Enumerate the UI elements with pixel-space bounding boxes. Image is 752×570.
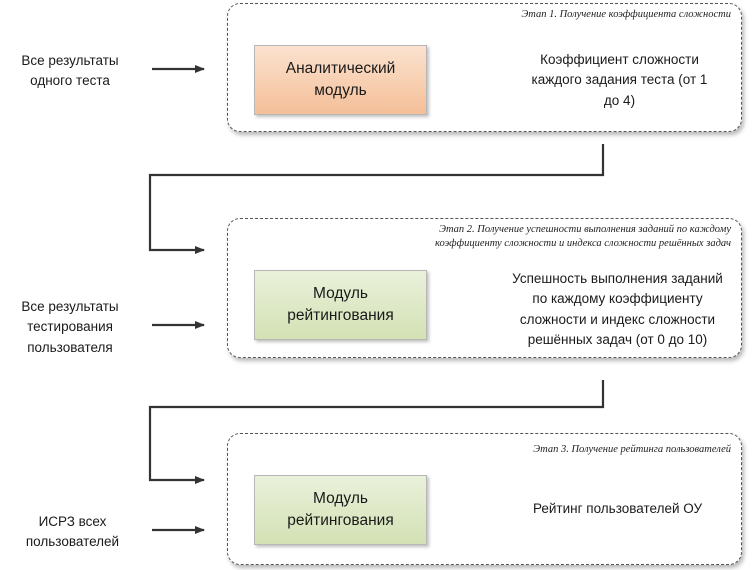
analytics-module: Аналитический модуль <box>254 45 427 115</box>
analytics-module-label: Аналитический модуль <box>285 60 396 99</box>
output-label-3: Рейтинг пользователей ОУ <box>532 501 703 516</box>
output-label-2: Успешность выполнения заданий по каждому… <box>512 271 723 347</box>
rating-module-2-label: Модуль рейтингования <box>287 490 394 529</box>
stage-1-label: Этап 1. Получение коэффициента сложности <box>521 9 731 20</box>
rating-module-1-label: Модуль рейтингования <box>287 285 394 324</box>
stage-link-1 <box>148 144 605 254</box>
stage-link-2 <box>148 380 605 484</box>
stage-2-label: Этап 2. Получение успешности выполнения … <box>435 224 731 250</box>
input-label-3: ИСРЗ всех пользователей <box>25 514 120 550</box>
output-label-1: Коэффициент сложности каждого задания те… <box>531 52 708 108</box>
rating-module-1: Модуль рейтингования <box>254 270 427 340</box>
input-label-2: Все результаты тестирования пользователя <box>21 299 119 355</box>
rating-module-2: Модуль рейтингования <box>254 475 427 545</box>
stage-3-label: Этап 3. Получение рейтинга пользователей <box>533 444 731 455</box>
input-label-1: Все результаты одного теста <box>21 53 119 89</box>
